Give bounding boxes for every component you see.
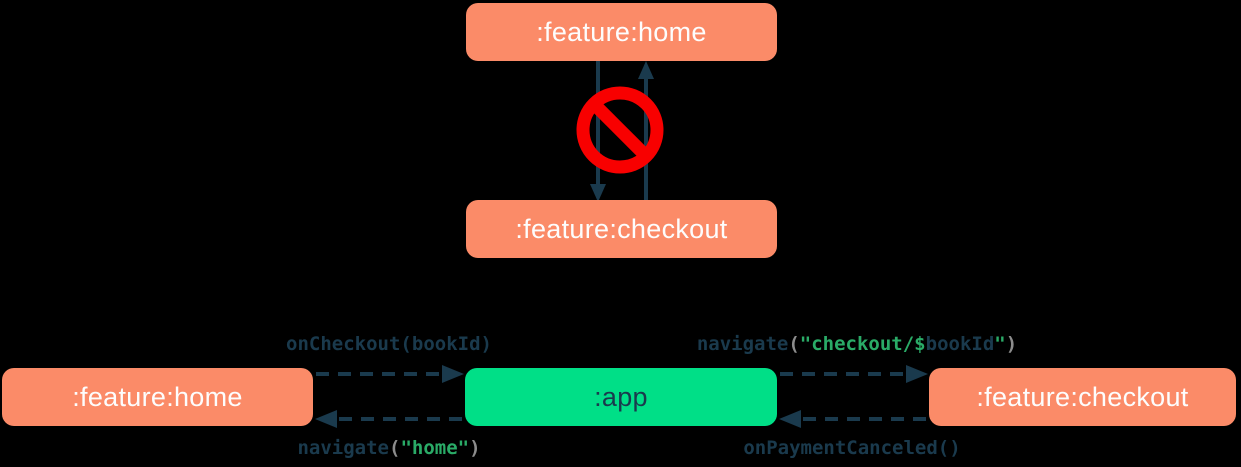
node-label: :app [594, 381, 648, 412]
home-app-arrows [315, 365, 464, 428]
edge-label-navigate-home: navigate("home") [297, 437, 481, 459]
node-app: :app [465, 368, 777, 426]
edge-label-oncheckout: onCheckout(bookId) [286, 333, 492, 355]
node-feature-home-bottom: :feature:home [2, 368, 313, 426]
app-checkout-arrows [779, 365, 928, 428]
node-label: :feature:checkout [976, 381, 1189, 412]
node-feature-home-top: :feature:home [466, 3, 777, 61]
node-label: :feature:home [536, 16, 707, 47]
node-label: :feature:checkout [515, 213, 728, 244]
edge-label-navigate-checkout: navigate("checkout/$bookId") [696, 333, 1018, 355]
edge-label-onpaymentcanceled: onPaymentCanceled() [743, 437, 961, 459]
node-feature-checkout-bottom: :feature:checkout [929, 368, 1236, 426]
node-feature-checkout-top: :feature:checkout [466, 200, 777, 258]
node-label: :feature:home [72, 381, 243, 412]
no-entry-icon [576, 86, 664, 174]
